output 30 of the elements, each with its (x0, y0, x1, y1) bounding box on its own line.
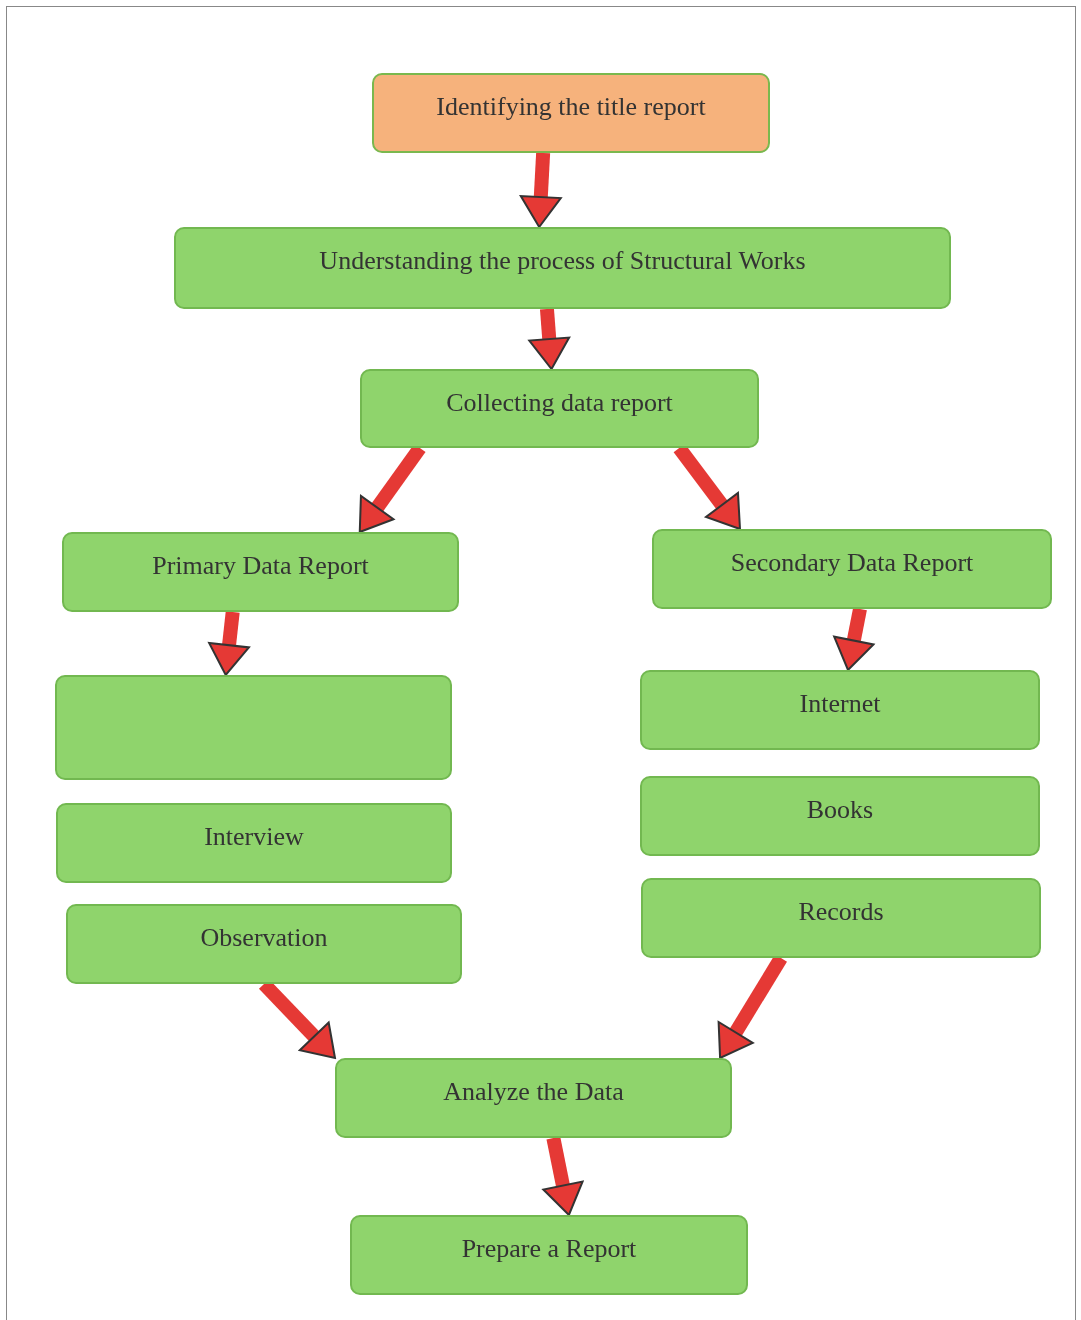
process-box (174, 227, 951, 309)
process-box (360, 369, 759, 448)
process-box (66, 904, 462, 984)
box-label: Observation (200, 922, 328, 954)
box-label: Analyze the Data (443, 1076, 624, 1108)
block-arrow (528, 308, 571, 370)
box-label: Interview (204, 821, 304, 853)
block-arrow (833, 607, 875, 671)
box-label: Records (798, 896, 884, 928)
box-label: Collecting data report (446, 387, 673, 419)
box-label: Books (806, 794, 874, 826)
process-box (640, 776, 1040, 856)
block-arrow (208, 611, 250, 676)
process-box (62, 532, 459, 612)
process-box (641, 878, 1041, 958)
process-box (335, 1058, 732, 1138)
process-box (652, 529, 1052, 609)
box-label: Secondary Data Report (730, 547, 974, 579)
box-label: Understanding the process of Structural Works (319, 245, 806, 277)
box-label: Internet (799, 688, 881, 720)
process-box (350, 1215, 748, 1295)
process-box (640, 670, 1040, 750)
empty-box (55, 675, 452, 780)
box-label: Prepare a Report (461, 1233, 637, 1265)
process-box (372, 73, 770, 153)
block-arrow (519, 152, 562, 228)
process-box (56, 803, 452, 883)
box-label: Primary Data Report (152, 550, 369, 582)
box-label: Identifying the title report (436, 91, 706, 123)
block-arrow (542, 1136, 584, 1216)
